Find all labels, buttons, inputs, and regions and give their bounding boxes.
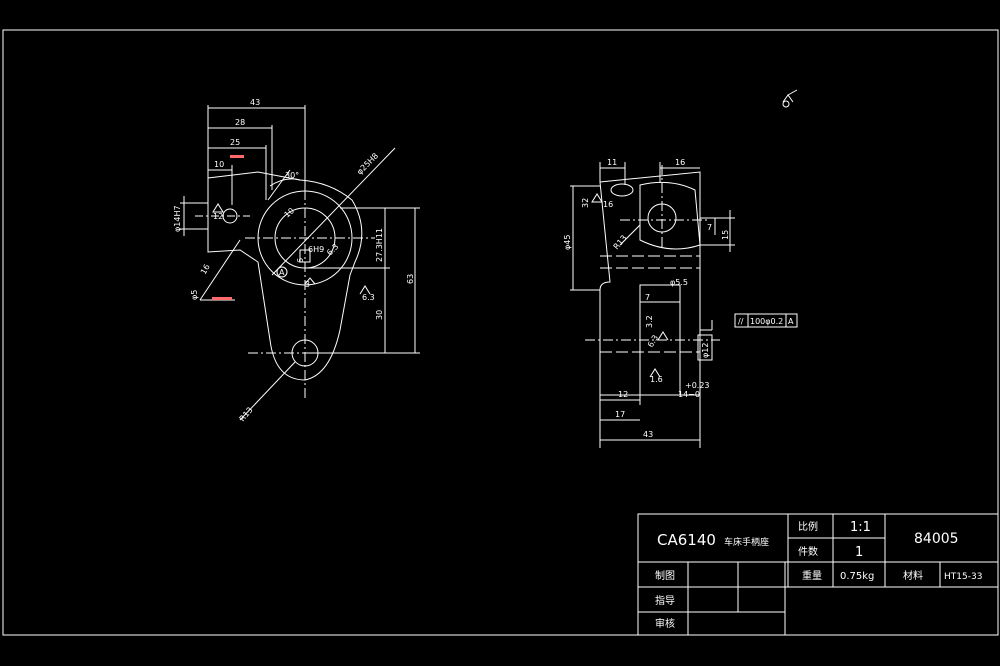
- dim-6-3-right: 6.3: [646, 333, 660, 349]
- dim-6h9: 6H9: [308, 245, 324, 254]
- dim-15: 15: [721, 230, 730, 240]
- dim-25: 25: [230, 138, 240, 147]
- dim-16: 16: [199, 263, 212, 276]
- guide-label: 指导: [655, 594, 675, 607]
- dim-10: 10: [214, 160, 224, 169]
- dim-7: 7: [707, 223, 712, 232]
- right-slot: [610, 183, 634, 197]
- dim-6-3b: 6.3: [362, 293, 375, 302]
- datum-a-left: A: [279, 268, 285, 277]
- dim-r13-right: R13: [612, 233, 629, 251]
- dim-phi12: φ12: [701, 343, 710, 358]
- dim-16-right: 16: [675, 158, 685, 167]
- dim-phi25h8: φ25H8: [355, 151, 380, 176]
- dim-27-3h11: 27.3H11: [375, 228, 384, 262]
- material-label: 材料: [903, 569, 923, 582]
- left-view-labels: 43 28 25 10 30° φ25H8 φ14H7 12 10 6H9 6 …: [173, 98, 415, 423]
- dim-r13: R13: [238, 405, 255, 423]
- qty-label: 件数: [798, 545, 818, 558]
- dim-30deg: 30°: [285, 171, 299, 180]
- dim-14: 14−0: [678, 390, 700, 399]
- dim-6-3a: 6.3: [325, 242, 340, 257]
- right-view: [570, 89, 798, 448]
- dim-3: 3: [305, 280, 310, 289]
- left-red-note-2: [212, 297, 232, 300]
- drawing-number: 84005: [914, 531, 959, 547]
- material-value: HT15-33: [944, 572, 982, 582]
- scale-label: 比例: [798, 520, 818, 533]
- dim-6: 6: [296, 258, 305, 263]
- scale-value: 1:1: [850, 520, 871, 535]
- dim-17: 17: [615, 410, 625, 419]
- tolerance-datum: A: [788, 317, 794, 326]
- dim-12-right: 12: [618, 390, 628, 399]
- weight-label: 重量: [802, 569, 822, 582]
- tolerance-frame: // 100φ0.2 A: [734, 313, 798, 328]
- left-view: [180, 105, 420, 421]
- dim-30: 30: [375, 310, 384, 320]
- title-block-text: CA6140 车床手柄座 比例 1:1 件数 1 84005 制图 重量 0.7…: [655, 520, 982, 630]
- dim-phi5: φ5: [190, 290, 199, 300]
- drawn-label: 制图: [655, 569, 675, 582]
- dim-tol-plus: +0.23: [685, 381, 710, 390]
- dim-63-left: 63: [406, 274, 415, 284]
- left-red-note-1: [230, 155, 244, 158]
- dim-phi45: φ45: [563, 235, 572, 250]
- part-name-sub: 车床手柄座: [724, 536, 769, 548]
- weight-value: 0.75kg: [840, 571, 874, 582]
- review-label: 审核: [655, 617, 675, 630]
- part-name-main: CA6140: [657, 531, 716, 549]
- right-view-labels: 11 16 32 16 φ45 R13 7 15 φ5.5 7 3.2 6.3 …: [563, 158, 730, 439]
- dim-1-6b: 1.6: [650, 375, 663, 384]
- tolerance-symbol: //: [738, 317, 744, 326]
- dim-3-2: 3.2: [645, 315, 654, 328]
- dim-1-6a: 16: [603, 200, 613, 209]
- dim-phi5-5: φ5.5: [670, 278, 688, 287]
- drawing-border: [2, 29, 999, 636]
- dim-7b: 7: [645, 293, 650, 302]
- dim-43-left: 43: [250, 98, 260, 107]
- tolerance-value: 100φ0.2: [750, 317, 783, 326]
- dim-12: 12: [213, 212, 223, 221]
- dim-43-right: 43: [643, 430, 653, 439]
- dim-32: 32: [581, 198, 590, 208]
- dim-phi14h7: φ14H7: [173, 205, 182, 232]
- dim-10-small: 10: [283, 206, 297, 219]
- dim-28: 28: [235, 118, 245, 127]
- right-boss-outline: [639, 181, 701, 250]
- dim-11: 11: [607, 158, 617, 167]
- qty-value: 1: [855, 545, 863, 560]
- left-body-outline: [207, 171, 363, 381]
- title-block: [637, 513, 999, 636]
